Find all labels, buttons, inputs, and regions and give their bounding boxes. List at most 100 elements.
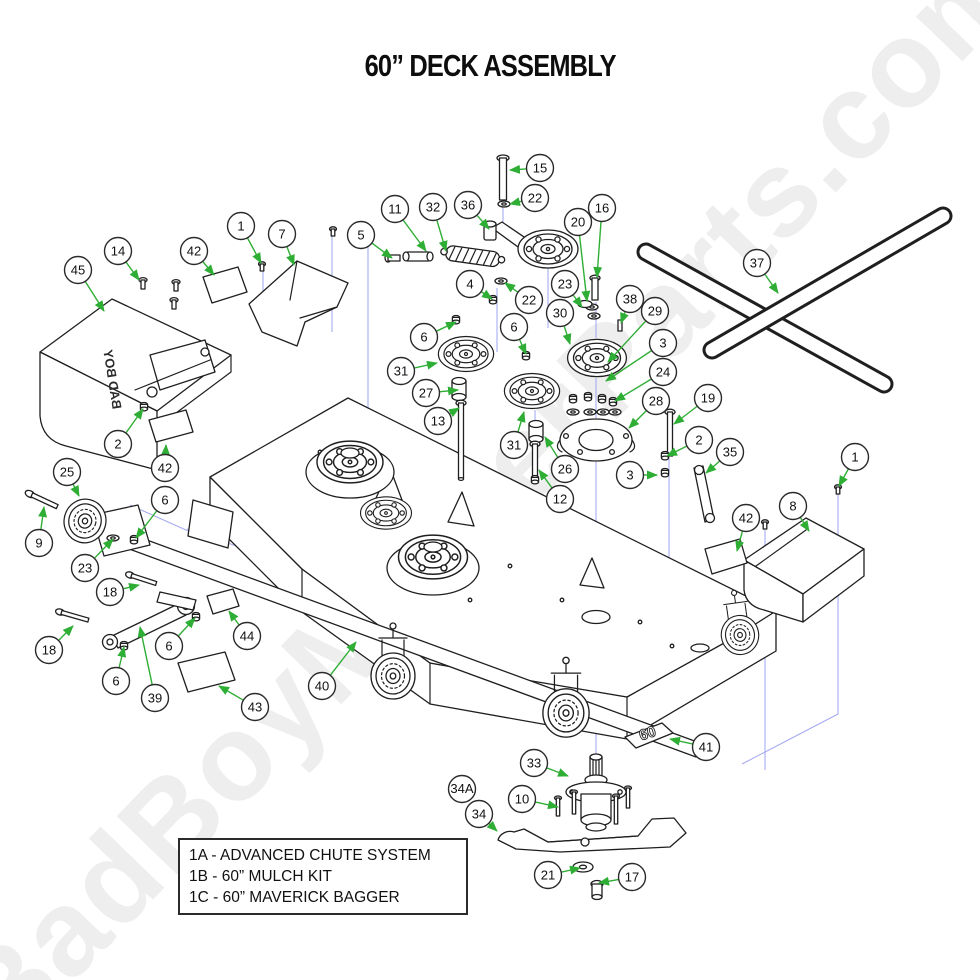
callout-6: 6	[101, 646, 131, 696]
callout-9: 9	[24, 506, 54, 558]
spindle-pulley-30	[566, 338, 628, 378]
idler-pulley-31b	[503, 372, 561, 410]
callout-45: 45	[63, 255, 105, 312]
callout-24: 24	[614, 357, 678, 402]
discharge-chute-8	[743, 517, 865, 623]
svg-text:21: 21	[541, 868, 555, 883]
callout-42: 42	[731, 503, 761, 552]
callout-6: 6	[499, 312, 529, 355]
callout-22: 22	[509, 183, 550, 213]
callout-14: 14	[103, 236, 140, 281]
idler-pulley-31a	[437, 335, 495, 373]
svg-text:11: 11	[388, 202, 402, 217]
callout-11: 11	[380, 194, 427, 252]
callout-33: 33	[519, 748, 569, 778]
callout-23: 23	[70, 538, 114, 583]
svg-text:6: 6	[420, 330, 427, 345]
svg-text:13: 13	[431, 414, 445, 429]
callout-34A: 34A	[447, 774, 477, 804]
svg-text:40: 40	[315, 679, 329, 694]
callout-6: 6	[154, 617, 196, 661]
callout-26: 26	[544, 436, 580, 484]
pin-38	[617, 319, 623, 332]
svg-text:17: 17	[625, 870, 639, 885]
svg-text:42: 42	[158, 461, 172, 476]
svg-text:36: 36	[461, 198, 475, 213]
callout-31: 31	[499, 411, 529, 460]
hardware-under-pulley-30	[566, 391, 622, 416]
legend-item-1a: 1A - ADVANCED CHUTE SYSTEM	[189, 847, 431, 864]
callout-6: 6	[135, 485, 180, 539]
callout-40: 40	[307, 641, 357, 701]
callout-3: 3	[605, 328, 678, 382]
svg-text:18: 18	[42, 643, 56, 658]
svg-text:4: 4	[466, 277, 473, 292]
svg-text:38: 38	[623, 292, 637, 307]
svg-text:10: 10	[515, 792, 529, 807]
callout-27: 27	[411, 378, 459, 408]
svg-text:42: 42	[187, 244, 201, 259]
bolt-1b	[833, 484, 843, 495]
callout-42: 42	[150, 444, 180, 483]
chute-bracket-7	[248, 260, 349, 347]
svg-text:41: 41	[699, 740, 713, 755]
bolt-19	[660, 408, 676, 478]
callout-30: 30	[545, 298, 575, 345]
svg-text:2: 2	[695, 433, 702, 448]
svg-text:6: 6	[112, 674, 119, 689]
svg-text:29: 29	[648, 304, 662, 319]
spacer-27	[451, 376, 467, 402]
svg-text:9: 9	[35, 536, 42, 551]
svg-text:22: 22	[528, 191, 542, 206]
callout-43: 43	[218, 685, 270, 722]
trailing-arms	[54, 571, 201, 651]
svg-text:8: 8	[789, 499, 796, 514]
svg-text:60: 60	[637, 723, 658, 744]
callout-13: 13	[423, 406, 460, 436]
svg-text:12: 12	[553, 492, 567, 507]
svg-text:23: 23	[558, 277, 572, 292]
deck-spindle-center	[386, 534, 480, 596]
callout-28: 28	[628, 386, 671, 429]
svg-text:7: 7	[278, 227, 285, 242]
svg-text:33: 33	[527, 756, 541, 771]
deck-idler-center	[359, 496, 413, 530]
callout-44: 44	[228, 610, 262, 651]
svg-text:30: 30	[553, 306, 567, 321]
svg-text:24: 24	[656, 365, 670, 380]
drive-belt	[636, 206, 953, 394]
svg-text:2: 2	[114, 437, 121, 452]
callout-18: 18	[95, 577, 140, 607]
deck-spindle-left	[305, 440, 395, 499]
svg-text:44: 44	[240, 629, 254, 644]
callout-19: 19	[673, 383, 723, 425]
callout-1: 1	[226, 211, 262, 264]
svg-text:35: 35	[723, 445, 737, 460]
spindle-assembly-33	[553, 753, 633, 832]
callout-32: 32	[418, 192, 448, 252]
callout-15: 15	[509, 153, 555, 183]
svg-text:45: 45	[71, 263, 85, 278]
callout-34: 34	[464, 799, 498, 832]
bolt-15	[488, 154, 511, 305]
blade-washer-21	[572, 861, 594, 873]
callout-2: 2	[666, 425, 714, 457]
legend-item-1b: 1B - 60” MULCH KIT	[189, 868, 332, 885]
callout-16: 16	[587, 193, 617, 278]
blade-34	[497, 817, 687, 853]
callout-3: 3	[615, 460, 658, 490]
svg-text:22: 22	[522, 293, 536, 308]
callout-39: 39	[137, 626, 170, 713]
callout-31: 31	[386, 356, 438, 386]
callout-18: 18	[34, 625, 74, 665]
svg-text:43: 43	[248, 700, 262, 715]
svg-text:25: 25	[60, 465, 74, 480]
callout-7: 7	[267, 219, 297, 266]
callout-35: 35	[705, 437, 745, 474]
cover-bolts-14	[138, 276, 181, 412]
svg-text:34: 34	[472, 807, 486, 822]
svg-text:32: 32	[426, 200, 440, 215]
svg-text:14: 14	[111, 244, 125, 259]
washer-23	[106, 534, 120, 542]
